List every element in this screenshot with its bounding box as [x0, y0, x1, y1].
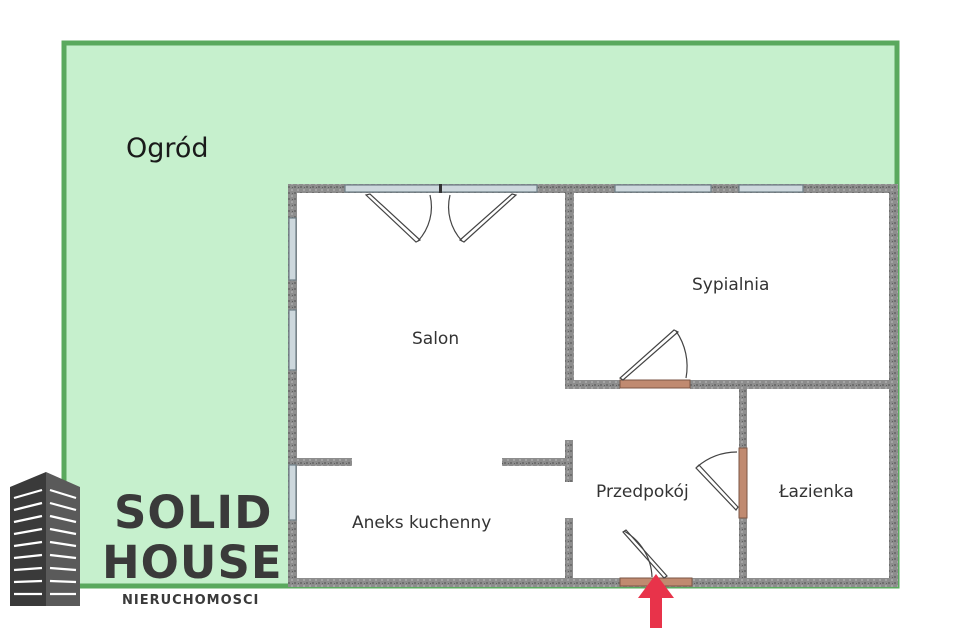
door-arc-entrance — [623, 530, 653, 578]
wall-bottom — [288, 578, 898, 587]
room-label-garden: Ogród — [126, 133, 209, 164]
building-icon — [10, 472, 80, 606]
window-salon-left-2 — [288, 309, 297, 371]
window-bedroom-top-1 — [614, 184, 712, 193]
room-label-salon: Salon — [412, 329, 459, 349]
threshold-bathroom — [738, 447, 748, 519]
door-leaf-entrance — [622, 529, 668, 579]
wall-hallway-stub-bottom — [565, 518, 573, 587]
wall-salon-bedroom — [565, 184, 574, 389]
door-arc-salon-right — [447, 194, 463, 242]
door-leaf-salon-right — [458, 193, 518, 243]
door-leaf-bedroom — [619, 329, 680, 381]
door-leaf-bathroom — [695, 464, 739, 511]
wall-kitchen-right — [502, 458, 570, 466]
wall-bathroom-left-top — [739, 380, 747, 448]
window-kitchen-left — [288, 464, 297, 521]
door-swings — [364, 193, 739, 579]
logo-text-house: HOUSE — [102, 536, 283, 589]
wall-bathroom-left-bottom — [739, 518, 747, 587]
window-bedroom-top-2 — [738, 184, 804, 193]
wall-bedroom-bottom-right — [690, 380, 898, 389]
wall-hallway-stub-top — [565, 440, 573, 482]
room-label-bedroom: Sypialnia — [692, 275, 769, 295]
room-label-kitchen: Aneks kuchenny — [352, 513, 491, 533]
logo: SOLID HOUSE NIERUCHOMOSCI — [10, 472, 283, 608]
door-arc-salon-left — [417, 194, 433, 242]
wall-top — [288, 184, 898, 193]
window-salon-left-1 — [288, 217, 297, 281]
logo-tagline: NIERUCHOMOSCI — [122, 593, 259, 608]
threshold-bedroom — [619, 379, 691, 389]
arrow-up-icon — [638, 574, 674, 628]
door-arc-bedroom — [675, 330, 688, 379]
room-label-hallway: Przedpokój — [596, 482, 689, 502]
logo-text-solid: SOLID — [114, 486, 272, 539]
room-label-bathroom: Łazienka — [778, 482, 854, 502]
wall-left — [288, 184, 297, 587]
walls — [288, 184, 898, 587]
wall-kitchen-left — [297, 458, 352, 466]
door-leaf-salon-left — [364, 193, 422, 243]
door-arc-bathroom — [696, 451, 738, 468]
wall-bedroom-bottom-left — [565, 380, 620, 389]
window-mullion — [439, 184, 442, 193]
